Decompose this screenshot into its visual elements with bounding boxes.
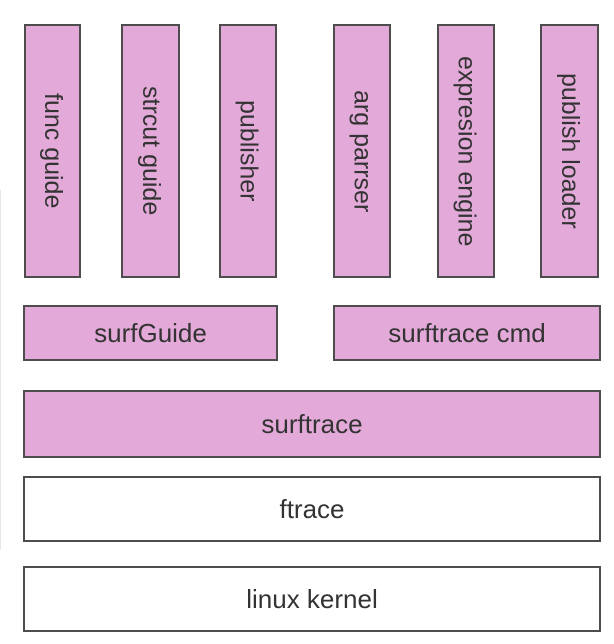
module-label: publisher	[234, 100, 263, 202]
module-label: expresion engine	[452, 55, 481, 247]
module-publisher: publisher	[219, 24, 277, 278]
layer-surftrace: surftrace	[23, 390, 601, 458]
module-surftrace-cmd: surftrace cmd	[333, 305, 601, 361]
module-surfguide: surfGuide	[23, 305, 278, 361]
module-label: publish loader	[556, 73, 584, 229]
layer-label: linux kernel	[246, 584, 378, 614]
module-publish-loader: publish loader	[540, 24, 599, 278]
module-label: surfGuide	[94, 318, 207, 348]
module-func-guide: func guide	[24, 24, 81, 278]
layer-label: surftrace	[261, 409, 363, 439]
module-label: arg parrser	[348, 89, 377, 213]
layer-label: ftrace	[279, 494, 345, 524]
layer-linux-kernel: linux kernel	[23, 566, 601, 632]
module-expresion-engine: expresion engine	[437, 24, 495, 278]
module-label: surftrace cmd	[388, 318, 546, 348]
module-arg-parrser: arg parrser	[333, 24, 391, 278]
layer-ftrace: ftrace	[23, 476, 601, 542]
module-label: strcut guide	[137, 86, 165, 216]
module-label: func guide	[39, 93, 67, 209]
page-edge-line	[0, 190, 1, 550]
module-strcut-guide: strcut guide	[121, 24, 180, 278]
